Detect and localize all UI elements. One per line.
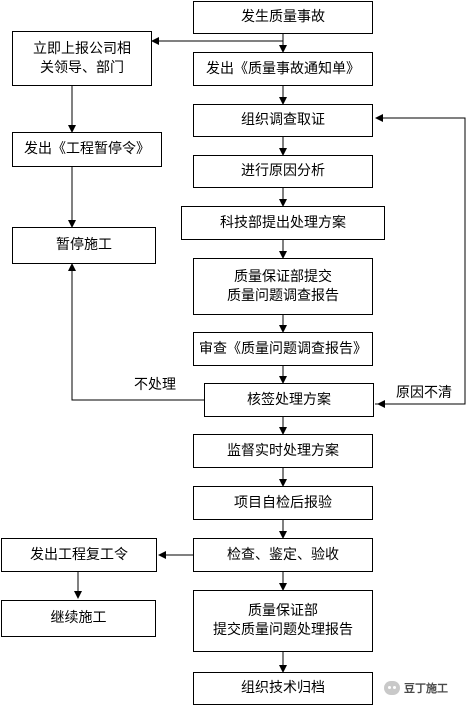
- node-archive: 组织技术归档: [193, 672, 373, 705]
- node-report: 质量保证部提交 质量问题调查报告: [193, 258, 373, 315]
- edge-accident-leaders: [151, 34, 284, 45]
- node-selfcheck: 项目自检后报验: [193, 486, 373, 520]
- wechat-icon: [384, 681, 400, 695]
- node-investigate: 组织调查取证: [193, 104, 373, 137]
- node-stoporder: 发出《工程暂停令》: [12, 132, 162, 167]
- watermark: 豆丁施工: [384, 680, 448, 696]
- node-finalreport: 质量保证部 提交质量问题处理报告: [193, 590, 373, 652]
- node-cause: 进行原因分析: [193, 155, 373, 188]
- label-cause-unclear: 原因不清: [396, 385, 452, 401]
- edge-approve-halt: [68, 263, 204, 401]
- node-review: 审查《质量问题调查报告》: [193, 332, 373, 366]
- node-approve: 核签处理方案: [204, 383, 374, 417]
- edge-approve-investigate: [375, 114, 466, 405]
- node-supervise: 监督实时处理方案: [193, 434, 373, 468]
- node-halt: 暂停施工: [12, 227, 156, 264]
- node-leaders: 立即上报公司相 关领导、部门: [12, 31, 152, 86]
- node-continue: 继续施工: [1, 600, 156, 637]
- label-no-process: 不处理: [134, 377, 176, 393]
- node-resume: 发出工程复工令: [1, 538, 157, 572]
- node-notice: 发出《质量事故通知单》: [193, 52, 373, 86]
- node-plan: 科技部提出处理方案: [181, 206, 385, 240]
- node-inspect: 检查、鉴定、验收: [193, 538, 373, 572]
- watermark-text: 豆丁施工: [404, 682, 448, 695]
- node-accident: 发生质量事故: [193, 1, 373, 34]
